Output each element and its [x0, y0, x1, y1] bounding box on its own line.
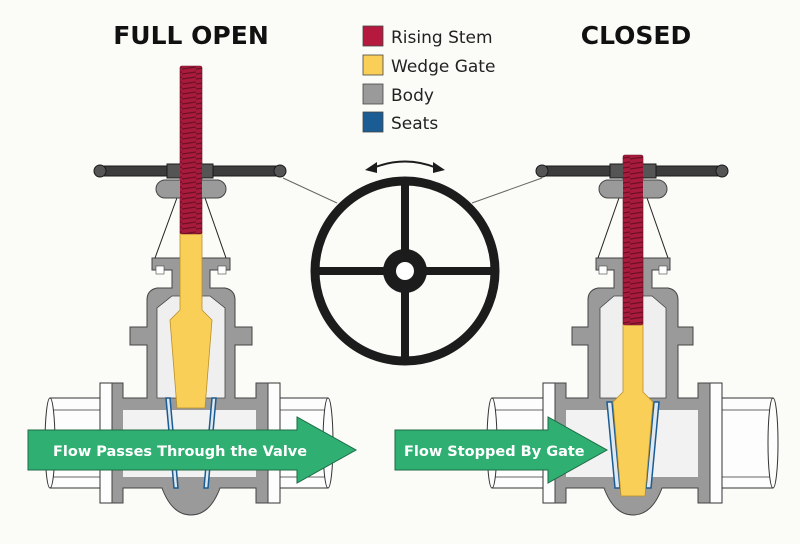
wedge-gate	[612, 322, 654, 497]
legend-swatch-seats	[362, 111, 384, 133]
valve-full-open: Flow Passes Through the Valve	[27, 65, 358, 516]
title-full-open: FULL OPEN	[113, 21, 269, 50]
legend-label: Body	[391, 86, 434, 106]
legend-item-body: Body	[362, 83, 434, 106]
flow-arrow-open: Flow Passes Through the Valve	[27, 416, 358, 484]
legend-label: Wedge Gate	[391, 57, 495, 77]
legend-item-rising-stem: Rising Stem	[362, 25, 493, 48]
legend-swatch-wedge	[362, 54, 384, 76]
handwheel-icon	[282, 176, 543, 366]
legend-label: Seats	[391, 114, 438, 134]
title-closed: CLOSED	[581, 21, 691, 50]
legend-swatch-body	[362, 83, 384, 105]
rising-stem	[179, 65, 203, 235]
legend-item-wedge-gate: Wedge Gate	[362, 54, 495, 77]
flow-label-closed: Flow Stopped By Gate	[404, 444, 585, 460]
legend-swatch-stem	[362, 25, 384, 47]
legend: Rising Stem Wedge Gate Body Seats	[362, 25, 495, 134]
flow-arrow-closed: Flow Stopped By Gate	[394, 416, 609, 484]
legend-item-seats: Seats	[362, 111, 438, 134]
flow-label-open: Flow Passes Through the Valve	[53, 444, 307, 460]
handle-bar	[93, 160, 287, 200]
wedge-gate	[169, 231, 213, 409]
double-arrow-rotation-icon	[365, 160, 445, 173]
valve-closed: Flow Stopped By Gate	[394, 154, 779, 516]
legend-label: Rising Stem	[391, 28, 493, 48]
handle-bar	[535, 160, 729, 200]
